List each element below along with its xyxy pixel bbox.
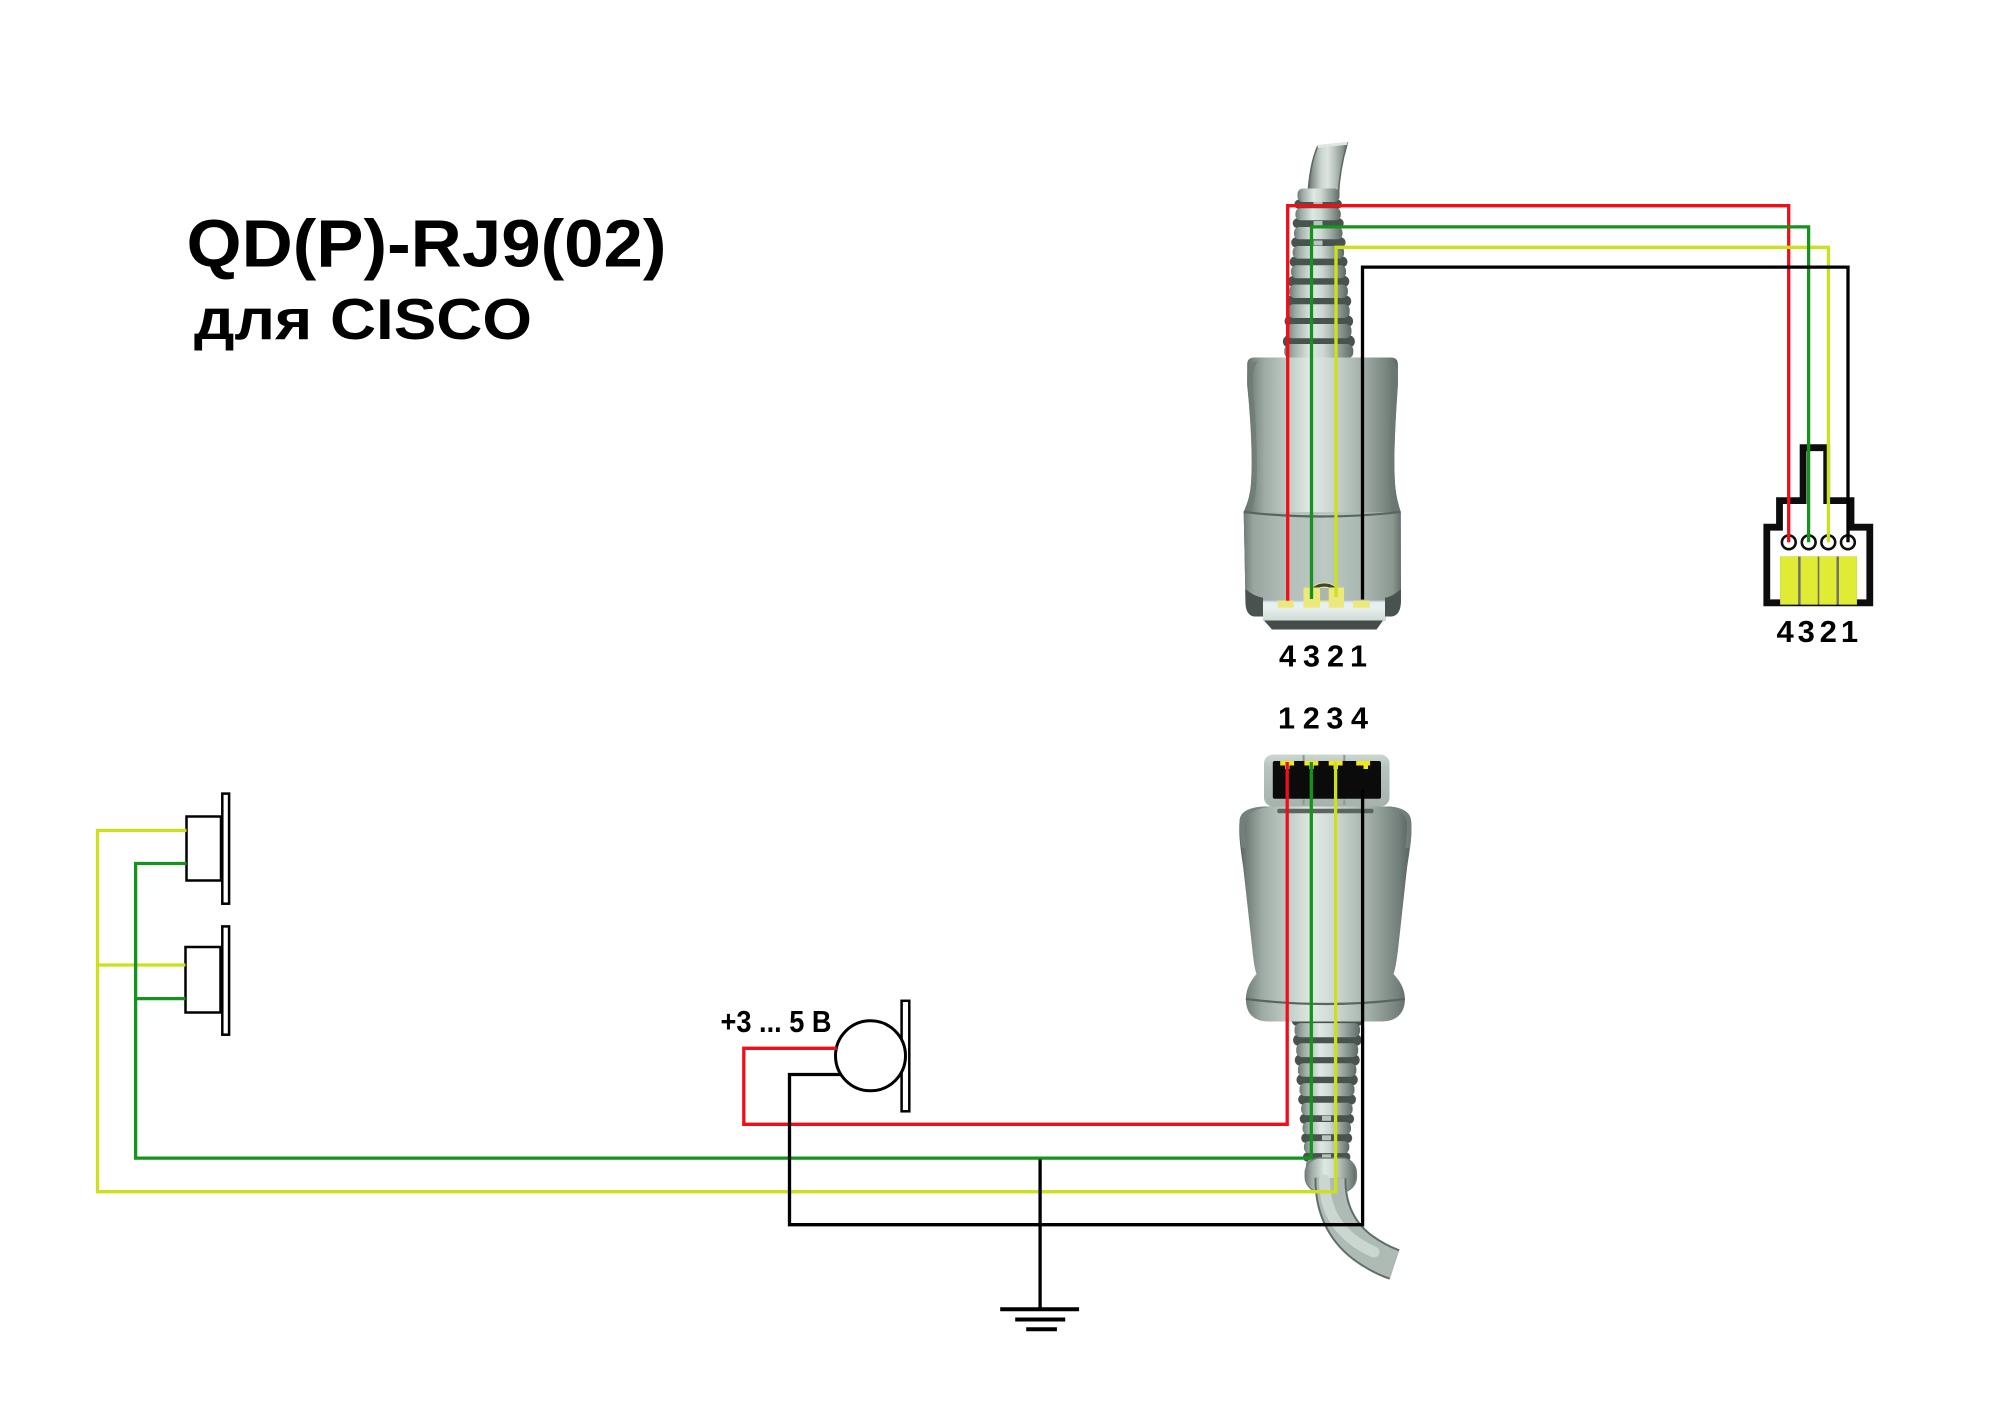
svg-text:для CISCO: для CISCO xyxy=(194,288,532,352)
svg-text:2: 2 xyxy=(1820,614,1837,649)
svg-text:QD(P)-RJ9(02): QD(P)-RJ9(02) xyxy=(187,206,667,281)
svg-text:1: 1 xyxy=(1278,702,1295,736)
svg-text:3: 3 xyxy=(1326,702,1343,736)
svg-text:3: 3 xyxy=(1303,640,1320,674)
svg-text:3: 3 xyxy=(1798,614,1815,649)
svg-text:1: 1 xyxy=(1841,614,1858,649)
svg-text:1: 1 xyxy=(1350,640,1367,674)
svg-text:4: 4 xyxy=(1279,640,1296,674)
svg-text:4: 4 xyxy=(1776,614,1794,649)
svg-text:2: 2 xyxy=(1327,640,1344,674)
svg-text:2: 2 xyxy=(1303,702,1320,736)
svg-text:4: 4 xyxy=(1351,702,1368,736)
svg-text:+3 ... 5 В: +3 ... 5 В xyxy=(721,1004,832,1039)
